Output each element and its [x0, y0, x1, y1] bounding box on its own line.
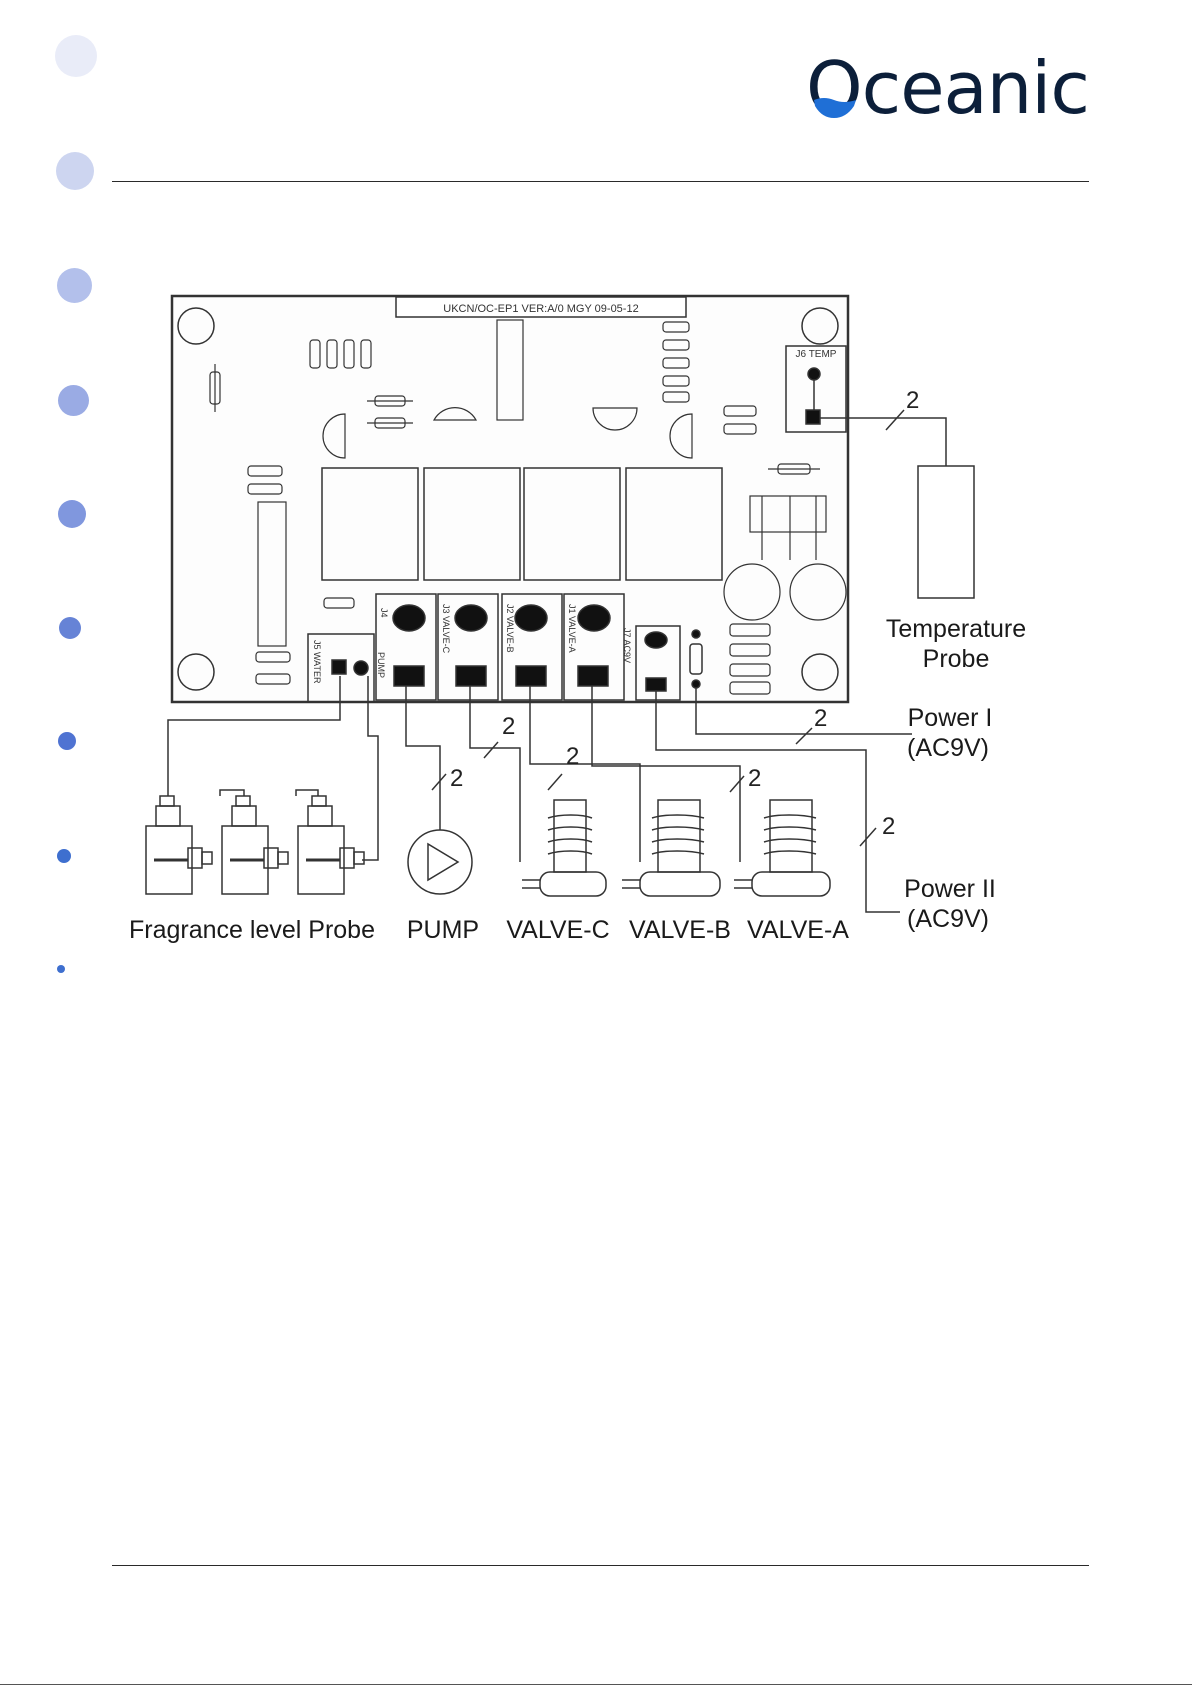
connector-j4-label: J4 [379, 608, 389, 618]
temperature-probe-label: Temperature [886, 615, 1026, 643]
wire-count-power2: 2 [882, 813, 895, 840]
wire-count-valve-a: 2 [748, 765, 761, 792]
fragrance-level-probe [146, 796, 212, 894]
connector-j6-label: J6 TEMP [796, 349, 837, 360]
valve-a-label: VALVE-A [747, 916, 849, 944]
fragrance-probe-label: Fragrance level Probe [129, 916, 375, 944]
wire-count-power1: 2 [814, 705, 827, 732]
pump-symbol [408, 830, 472, 894]
connector-j2-label: J2 VALVE-B [505, 604, 515, 653]
connector-j5-label: J5 WATER [312, 640, 322, 684]
connector-j3-label: J3 VALVE-C [441, 604, 451, 654]
temperature-probe [918, 466, 974, 598]
valve-c [522, 800, 606, 896]
fragrance-level-probe [222, 796, 288, 894]
connector-j1-label: J1 VALVE-A [567, 604, 577, 653]
power-2-label: (AC9V) [907, 905, 989, 933]
power-1-label: (AC9V) [907, 734, 989, 762]
pump-label: PUMP [407, 916, 479, 944]
valve-b [622, 800, 720, 896]
valve-b-label: VALVE-B [629, 916, 731, 944]
connector-pump-label: PUMP [376, 652, 386, 678]
wire-count-valve-c: 2 [502, 713, 515, 740]
temperature-probe-label: Probe [923, 645, 990, 673]
connector-j7-label: J7 AC9V [622, 628, 632, 663]
pcb-title: UKCN/OC-EP1 VER:A/0 MGY 09-05-12 [443, 303, 638, 315]
valve-a [734, 800, 830, 896]
wire-count-temp: 2 [906, 387, 919, 414]
power-2-label: Power II [904, 875, 996, 903]
valve-c-label: VALVE-C [506, 916, 609, 944]
wire-count-pump: 2 [450, 765, 463, 792]
fragrance-level-probe [298, 796, 364, 894]
power-1-label: Power I [908, 704, 993, 732]
wire-count-valve: 2 [566, 743, 579, 770]
